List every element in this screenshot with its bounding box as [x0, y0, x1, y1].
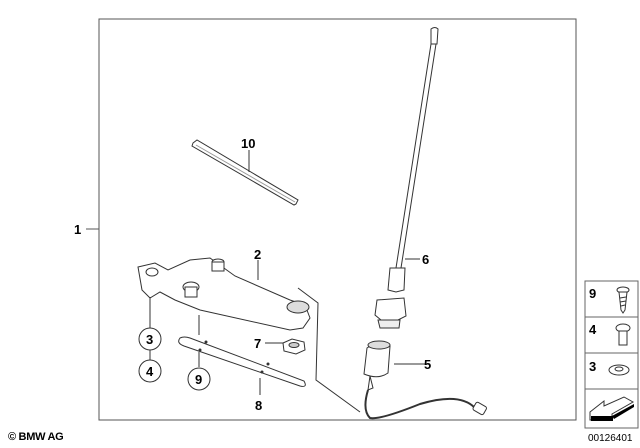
copyright-label: © BMW AG [8, 431, 64, 443]
legend-label-4: 4 [589, 322, 597, 337]
bracket-part-2[interactable] [137, 257, 311, 335]
callout-circle-9 [187, 367, 211, 391]
callout-9[interactable]: 9 [195, 372, 202, 387]
callout-1[interactable]: 1 [74, 222, 81, 237]
callout-4[interactable]: 4 [146, 364, 154, 379]
document-id: 00126401 [588, 433, 633, 444]
nut-part-7[interactable] [265, 338, 306, 355]
callout-8[interactable]: 8 [255, 398, 262, 413]
washer-icon [608, 364, 630, 376]
callout-5[interactable]: 5 [424, 357, 431, 372]
callout-6[interactable]: 6 [422, 252, 429, 267]
self-tapping-screw-icon [616, 286, 630, 314]
antenna-rod-part-6[interactable] [374, 27, 439, 329]
legend-label-3: 3 [589, 359, 596, 374]
bolt-icon [615, 323, 631, 346]
callout-7[interactable]: 7 [254, 336, 261, 351]
callout-circle-4 [138, 359, 162, 383]
antenna-cable-part-5[interactable] [363, 340, 487, 420]
callout-3[interactable]: 3 [146, 332, 153, 347]
callout-2[interactable]: 2 [254, 247, 261, 262]
direction-arrow-icon [589, 396, 635, 421]
legend-label-9: 9 [589, 286, 596, 301]
cable-tie-part-10[interactable] [191, 139, 299, 206]
gasket-part-8[interactable] [178, 336, 306, 395]
callout-10[interactable]: 10 [241, 136, 255, 151]
fastener-legend: 9 4 3 [584, 280, 639, 429]
assembly-frame [98, 18, 577, 421]
